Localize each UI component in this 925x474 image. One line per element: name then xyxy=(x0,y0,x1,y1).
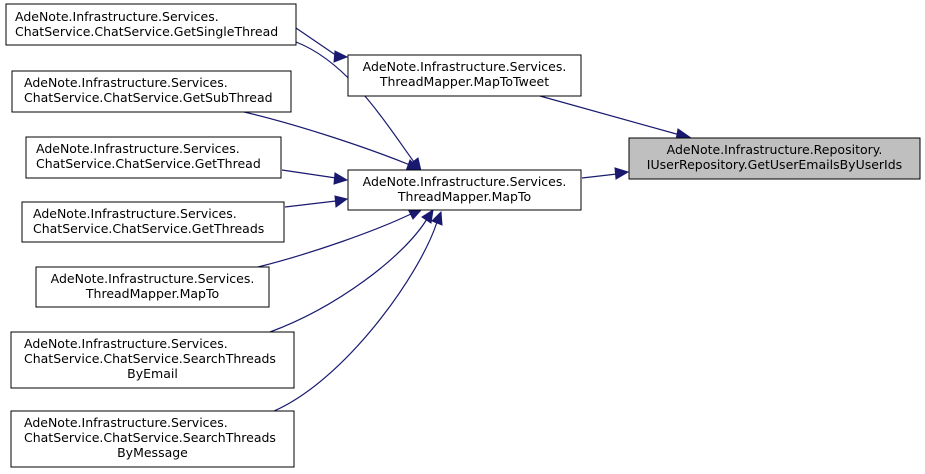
node-label-line: AdeNote.Infrastructure.Services. xyxy=(33,206,237,221)
node-mapto-mid[interactable]: AdeNote.Infrastructure.Services. ThreadM… xyxy=(347,169,582,211)
node-box xyxy=(5,3,297,46)
node-label-line: AdeNote.Infrastructure.Repository. xyxy=(667,142,883,157)
edge-getthread-to-mapto-mid xyxy=(281,169,337,179)
node-label-line: ThreadMapper.MapTo xyxy=(85,286,219,301)
node-label-line: AdeNote.Infrastructure.Services. xyxy=(363,59,567,74)
node-box xyxy=(628,137,921,180)
node-box xyxy=(11,70,292,113)
node-target[interactable]: AdeNote.Infrastructure.Repository. IUser… xyxy=(628,137,921,180)
node-box xyxy=(347,169,582,211)
node-getsubthread[interactable]: AdeNote.Infrastructure.Services. ChatSer… xyxy=(11,70,292,113)
node-getsinglethread[interactable]: AdeNote.Infrastructure.Services. ChatSer… xyxy=(5,3,297,46)
edge-arrowhead xyxy=(431,210,443,226)
edge-arrowhead xyxy=(421,208,434,224)
node-maptotweet[interactable]: AdeNote.Infrastructure.Services. ThreadM… xyxy=(347,54,582,97)
node-label-line: AdeNote.Infrastructure.Services. xyxy=(363,174,567,189)
node-label-line: ChatService.ChatService.GetSingleThread xyxy=(15,24,278,39)
nodes: AdeNote.Infrastructure.Repository. IUser… xyxy=(5,3,921,468)
node-searchbyemail[interactable]: AdeNote.Infrastructure.Services. ChatSer… xyxy=(10,331,295,389)
node-label-line: ByMessage xyxy=(117,445,188,460)
node-getthreads[interactable]: AdeNote.Infrastructure.Services. ChatSer… xyxy=(21,201,285,243)
node-label-line: AdeNote.Infrastructure.Services. xyxy=(36,141,240,156)
node-mapto-left[interactable]: AdeNote.Infrastructure.Services. ThreadM… xyxy=(35,266,270,308)
node-searchbymessage[interactable]: AdeNote.Infrastructure.Services. ChatSer… xyxy=(10,410,295,468)
node-label-line: AdeNote.Infrastructure.Services. xyxy=(24,415,228,430)
node-label-line: AdeNote.Infrastructure.Services. xyxy=(24,75,228,90)
node-label-line: AdeNote.Infrastructure.Services. xyxy=(24,336,228,351)
edge-getsubthread-to-mapto-mid xyxy=(239,110,411,166)
node-label-line: ThreadMapper.MapTo xyxy=(397,189,531,204)
edge-searchbymessage-to-mapto-mid xyxy=(273,221,438,412)
node-box xyxy=(35,266,270,308)
node-box xyxy=(10,410,295,468)
edge-arrowhead xyxy=(334,195,349,208)
edges xyxy=(239,27,693,412)
node-label-line: ThreadMapper.MapToTweet xyxy=(379,74,549,89)
edge-getsinglethread-to-maptotweet xyxy=(295,27,338,57)
node-label-line: IUserRepository.GetUserEmailsByUserIds xyxy=(647,157,902,172)
node-label-line: ChatService.ChatService.GetSubThread xyxy=(24,90,273,105)
edge-maptotweet-to-target xyxy=(539,95,681,136)
node-label-line: ChatService.ChatService.GetThreads xyxy=(33,221,264,236)
node-label-line: ByEmail xyxy=(127,366,178,381)
node-label-line: ChatService.ChatService.SearchThreads xyxy=(24,430,276,445)
node-label-line: ChatService.ChatService.SearchThreads xyxy=(24,351,276,366)
node-label-line: AdeNote.Infrastructure.Services. xyxy=(51,271,255,286)
edge-mapto-mid-to-target xyxy=(581,173,618,179)
node-label-line: AdeNote.Infrastructure.Services. xyxy=(15,9,219,24)
edge-arrowhead xyxy=(614,167,630,180)
node-getthread[interactable]: AdeNote.Infrastructure.Services. ChatSer… xyxy=(25,136,282,179)
node-box xyxy=(10,331,295,389)
node-box xyxy=(347,54,582,97)
node-box xyxy=(25,136,282,179)
edge-mapto-left-to-mapto-mid xyxy=(257,212,414,268)
node-label-line: ChatService.ChatService.GetThread xyxy=(36,156,261,171)
node-box xyxy=(21,201,285,243)
edge-arrowhead xyxy=(333,50,349,63)
edge-searchbyemail-to-mapto-mid xyxy=(269,218,428,333)
edge-getthreads-to-mapto-mid xyxy=(284,200,337,208)
edge-arrowhead xyxy=(333,172,349,185)
